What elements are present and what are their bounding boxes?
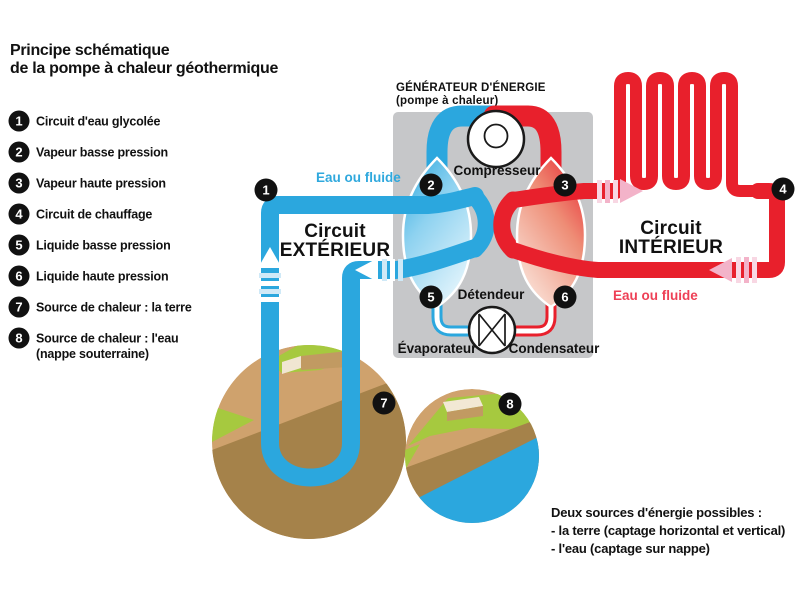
- svg-text:5: 5: [427, 290, 434, 305]
- svg-text:3: 3: [561, 178, 568, 193]
- legend-label: Circuit de chauffage: [36, 208, 152, 222]
- header: Principe schématique de la pompe à chale…: [10, 42, 279, 77]
- legend-label: Vapeur haute pression: [36, 177, 166, 191]
- legend-badge-1: [8, 110, 30, 132]
- svg-text:7: 7: [380, 396, 387, 411]
- legend-badge-3: [8, 172, 30, 194]
- legend-label: Source de chaleur : la terre: [36, 301, 192, 315]
- svg-text:1: 1: [15, 114, 22, 129]
- svg-text:4: 4: [15, 207, 23, 222]
- svg-text:5: 5: [15, 238, 22, 253]
- svg-text:8: 8: [506, 397, 513, 412]
- ground-source-water: [405, 389, 539, 523]
- svg-text:2: 2: [427, 178, 434, 193]
- legend-item-3: 3 Vapeur haute pression: [8, 172, 166, 194]
- legend-badge-8: [8, 327, 30, 349]
- liquid-pipe-low-pressure: [431, 292, 480, 337]
- legend-item-7: 7 Source de chaleur : la terre: [8, 296, 192, 318]
- legend-badge-2: [8, 141, 30, 163]
- radiator-coil: [606, 72, 768, 197]
- footer-line1: Deux sources d'énergie possibles :: [551, 505, 762, 520]
- footer-line2: - la terre (captage horizontal et vertic…: [551, 523, 785, 538]
- page-title-line2: de la pompe à chaleur géothermique: [10, 60, 278, 77]
- liquid-pipe-high-pressure: [504, 292, 557, 337]
- generator-title-line2: (pompe à chaleur): [396, 95, 498, 107]
- svg-text:8: 8: [15, 331, 22, 346]
- legend-label-line2: (nappe souterraine): [36, 347, 149, 361]
- compressor-label: Compresseur: [453, 163, 541, 178]
- interior-fluid-label: Eau ou fluide: [613, 288, 698, 303]
- expansion-valve-icon: [467, 305, 517, 355]
- diagram-badge-4: 4: [771, 177, 795, 201]
- diagram-badge-5: 5: [419, 285, 443, 309]
- evaporator-label: Évaporateur: [398, 341, 478, 356]
- legend-item-5: 5 Liquide basse pression: [8, 234, 171, 256]
- expansion-valve-label: Détendeur: [458, 287, 526, 302]
- legend-label: Liquide haute pression: [36, 270, 168, 284]
- diagram-badge-3: 3: [553, 173, 577, 197]
- compressor-icon: [466, 109, 526, 169]
- interior-circuit-pipe-supply: [505, 183, 624, 208]
- interior-circuit-label-line1: Circuit: [640, 218, 702, 239]
- svg-text:2: 2: [15, 145, 22, 160]
- page-title-line1: Principe schématique: [10, 42, 170, 59]
- interior-circuit-label-line2: INTÉRIEUR: [619, 236, 723, 258]
- legend-label: Liquide basse pression: [36, 239, 171, 253]
- svg-text:1: 1: [262, 183, 269, 198]
- svg-text:7: 7: [15, 300, 22, 315]
- svg-text:6: 6: [15, 269, 22, 284]
- flow-arrow-right-pink-icon: [597, 179, 643, 203]
- diagram-badge-8: 8: [498, 392, 522, 416]
- legend-item-6: 6 Liquide haute pression: [8, 265, 169, 287]
- legend: 1 Circuit d'eau glycolée 2 Vapeur basse …: [8, 110, 192, 361]
- footer-note: Deux sources d'énergie possibles : - la …: [551, 505, 785, 556]
- condenser-label: Condensateur: [509, 341, 601, 356]
- exterior-circuit-label-line1: Circuit: [304, 221, 366, 242]
- legend-badge-6: [8, 265, 30, 287]
- legend-item-4: 4 Circuit de chauffage: [8, 203, 153, 225]
- vapor-pipe-low-pressure: [426, 105, 507, 193]
- flow-arrow-left-pink-icon: [709, 257, 757, 283]
- diagram-badge-7: 7: [372, 391, 396, 415]
- diagram-badge-2: 2: [419, 173, 443, 197]
- legend-item-2: 2 Vapeur basse pression: [8, 141, 168, 163]
- legend-label: Circuit d'eau glycolée: [36, 115, 161, 129]
- diagram-badge-1: 1: [254, 178, 278, 202]
- legend-item-8: 8 Source de chaleur : l'eau (nappe soute…: [8, 327, 179, 361]
- flow-arrow-up-icon: [258, 247, 282, 302]
- exterior-fluid-label: Eau ou fluide: [316, 170, 401, 185]
- ground-source-earth: [212, 345, 406, 539]
- svg-text:6: 6: [561, 290, 568, 305]
- legend-badge-4: [8, 203, 30, 225]
- flow-arrow-left-blue-icon: [355, 258, 403, 282]
- legend-item-1: 1 Circuit d'eau glycolée: [8, 110, 161, 132]
- vapor-pipe-high-pressure: [483, 105, 562, 193]
- exterior-circuit-label-line2: EXTÉRIEUR: [280, 239, 391, 261]
- legend-label: Source de chaleur : l'eau: [36, 332, 178, 346]
- legend-badge-5: [8, 234, 30, 256]
- diagram-badge-6: 6: [553, 285, 577, 309]
- svg-text:4: 4: [779, 182, 787, 197]
- footer-line3: - l'eau (captage sur nappe): [551, 541, 710, 556]
- svg-text:3: 3: [15, 176, 22, 191]
- legend-badge-7: [8, 296, 30, 318]
- legend-label: Vapeur basse pression: [36, 146, 168, 160]
- generator-title-line1: GÉNÉRATEUR D'ÉNERGIE: [396, 81, 546, 94]
